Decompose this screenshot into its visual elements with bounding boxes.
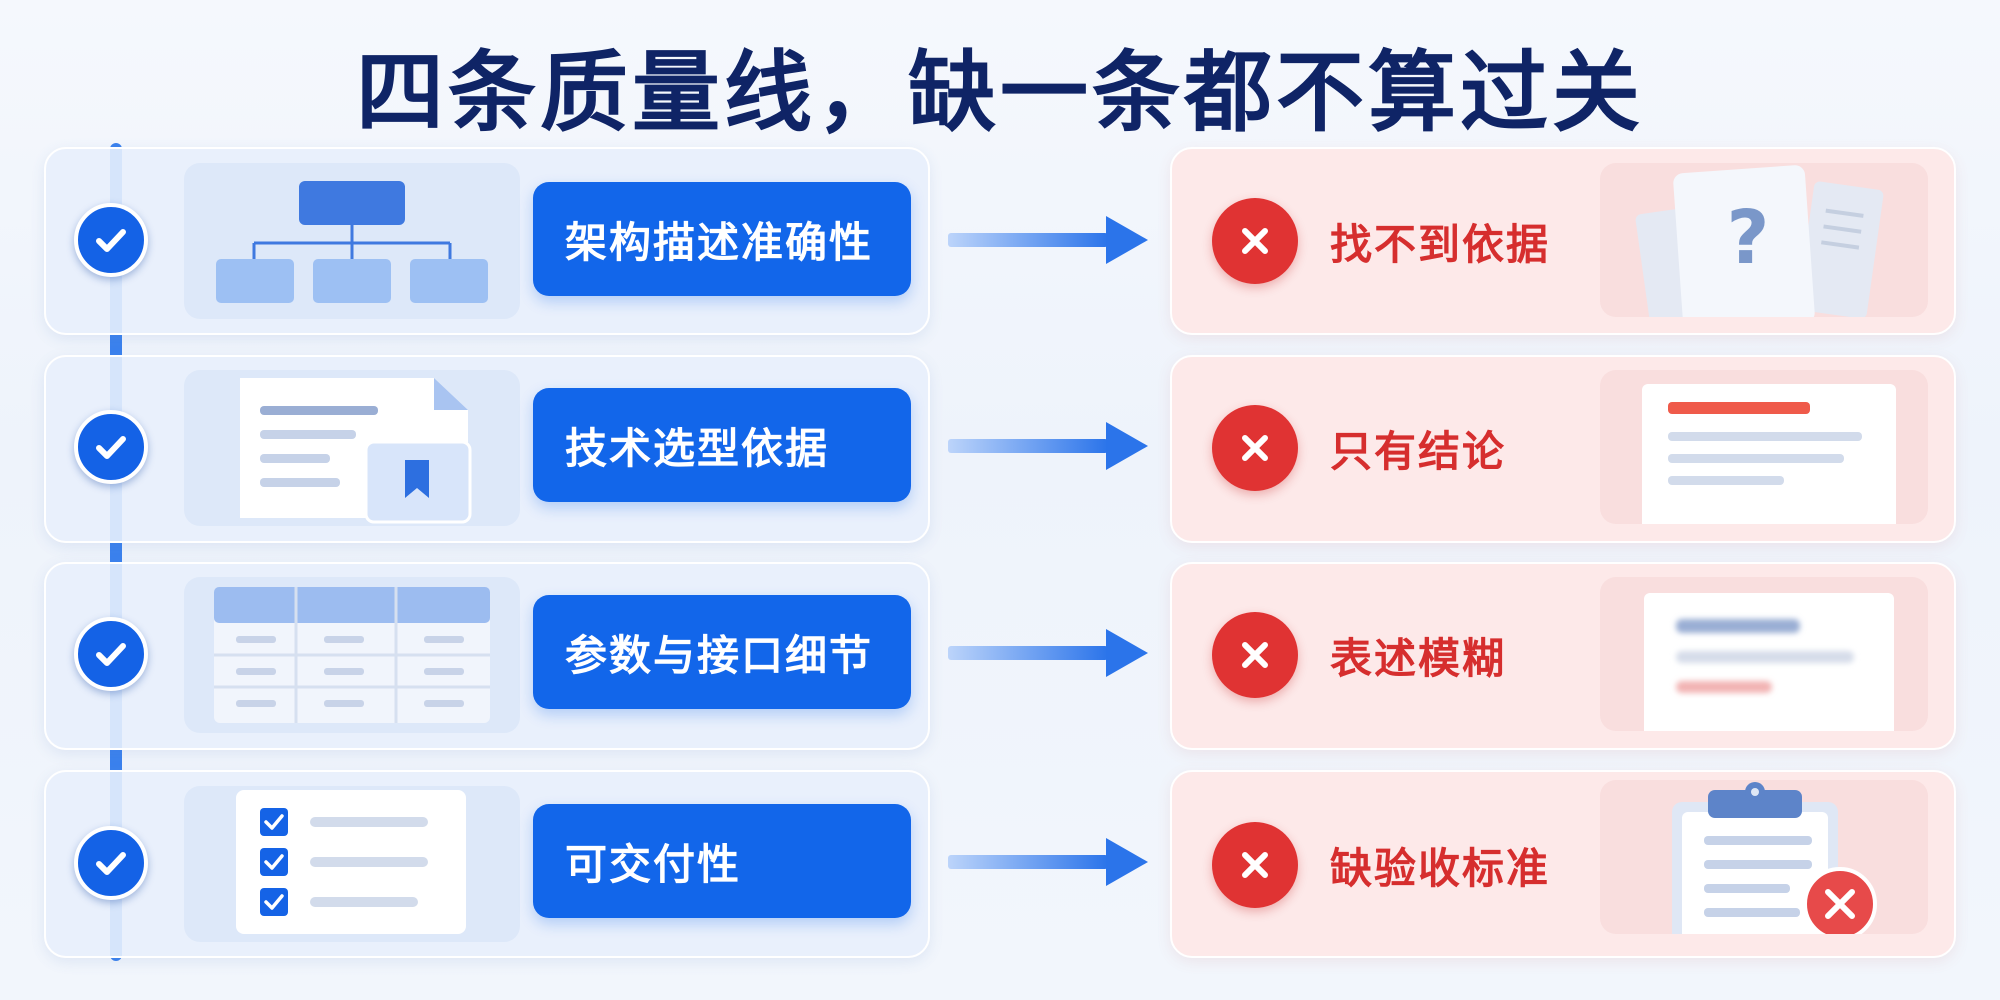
checklist-icon bbox=[184, 786, 520, 942]
arrow-right-icon bbox=[948, 834, 1150, 890]
blurry-document-icon bbox=[1600, 577, 1928, 731]
issue-label-1: 找不到依据 bbox=[1330, 219, 1551, 269]
issue-label-3: 表述模糊 bbox=[1330, 633, 1507, 683]
check-circle-icon bbox=[74, 617, 148, 691]
timeline-line bbox=[110, 143, 122, 961]
conclusion-only-document-icon bbox=[1600, 370, 1928, 524]
x-circle-icon bbox=[1212, 822, 1298, 908]
page-title: 四条质量线，缺一条都不算过关 bbox=[355, 41, 1644, 144]
arrow-right-icon bbox=[948, 418, 1150, 474]
check-circle-icon bbox=[74, 826, 148, 900]
x-circle-icon bbox=[1212, 612, 1298, 698]
x-circle-icon bbox=[1212, 198, 1298, 284]
check-circle-icon bbox=[74, 203, 148, 277]
requirement-label-4: 可交付性 bbox=[533, 804, 911, 918]
requirement-label-1: 架构描述准确性 bbox=[533, 182, 911, 296]
unknown-document-icon: ? bbox=[1600, 163, 1928, 317]
architecture-diagram-icon bbox=[184, 163, 520, 319]
check-circle-icon bbox=[74, 410, 148, 484]
issue-label-4: 缺验收标准 bbox=[1330, 843, 1551, 893]
rejected-clipboard-icon bbox=[1600, 780, 1928, 934]
x-circle-icon bbox=[1212, 405, 1298, 491]
arrow-right-icon bbox=[948, 212, 1150, 268]
svg-text:?: ? bbox=[1727, 195, 1770, 281]
requirement-label-2: 技术选型依据 bbox=[533, 388, 911, 502]
bookmarked-document-icon bbox=[184, 370, 520, 526]
requirement-label-3: 参数与接口细节 bbox=[533, 595, 911, 709]
arrow-right-icon bbox=[948, 625, 1150, 681]
parameter-table-icon bbox=[184, 577, 520, 733]
issue-label-2: 只有结论 bbox=[1330, 426, 1507, 476]
